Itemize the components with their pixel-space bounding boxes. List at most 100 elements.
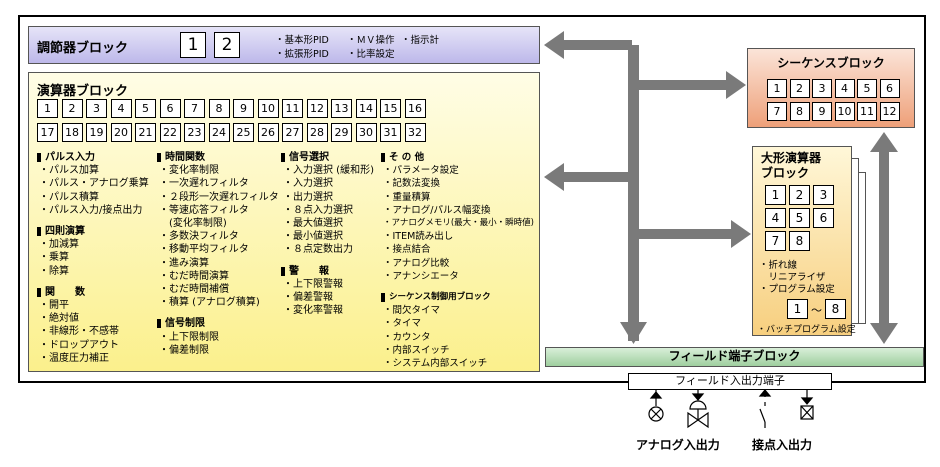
- calc-number-31: 31: [380, 123, 401, 142]
- list-item: ・むだ時間補償: [159, 284, 229, 296]
- large-calc-title-line2: ブロック: [761, 166, 810, 180]
- list-item: ・加減算: [39, 239, 79, 251]
- sequence-number-9: 9: [812, 102, 832, 121]
- batch-range-start: 1: [787, 299, 808, 319]
- list-item: ・最小値選択: [283, 231, 343, 243]
- analog-io-label: アナログ入出力: [636, 438, 720, 452]
- calc-number-1: 1: [37, 99, 58, 118]
- list-item: ・温度圧力補正: [39, 352, 109, 364]
- large-calc-number-7: 7: [765, 231, 786, 251]
- list-item: ・パラメータ設定: [383, 165, 459, 177]
- calc-column-2: 時間関数 ・変化率制限 ・一次遅れフィルタ ・２段形一次遅れフィルタ ・等速応答…: [157, 151, 279, 357]
- list-item: ・アナンシエータ: [383, 270, 459, 282]
- calc-column-3: 信号選択 ・入力選択 (緩和形) ・入力選択 ・出力選択 ・８点入力選択 ・最大…: [281, 151, 374, 317]
- list-item: ・最大値選択: [283, 218, 343, 230]
- analog-in-arrowhead: [649, 391, 663, 399]
- sequence-number-10: 10: [834, 102, 855, 121]
- arrow-seq-head: [726, 71, 746, 99]
- list-item: ・変化率制限: [159, 165, 219, 177]
- list-item: ・偏差警報: [283, 292, 333, 304]
- calc-number-5: 5: [135, 99, 156, 118]
- list-item: ・システム内部スイッチ: [383, 358, 488, 370]
- large-calc-item: ・プログラム設定: [759, 284, 835, 295]
- list-item: ・入力選択: [283, 178, 333, 190]
- feature-basic-pid: ・基本形PID: [275, 35, 329, 46]
- arrow-big-head: [731, 220, 751, 248]
- calc-number-18: 18: [61, 123, 83, 142]
- large-calc-item: ・折れ線: [759, 260, 798, 271]
- large-calc-number-3: 3: [813, 185, 834, 205]
- arrow-down-to-field: [620, 322, 647, 344]
- arrow-calc-head: [544, 163, 564, 191]
- feature-extended-pid: ・拡張形PID: [275, 49, 329, 60]
- calc-number-10: 10: [257, 99, 279, 118]
- arrow-seq-shaft: [636, 80, 728, 90]
- sequence-number-6: 6: [879, 79, 900, 98]
- calc-number-3: 3: [86, 99, 107, 118]
- valve-actuator-icon: [689, 400, 707, 410]
- large-calc-number-2: 2: [789, 185, 810, 205]
- list-item: ・８点定数出力: [283, 244, 353, 256]
- large-calc-number-4: 4: [765, 208, 786, 228]
- large-calc-number-6: 6: [813, 208, 834, 228]
- sequence-number-3: 3: [812, 79, 832, 98]
- arrow-seq-field-shaft: [879, 150, 889, 324]
- batch-range-separator: ～: [811, 304, 822, 317]
- arrow-seq-field-down: [870, 323, 898, 344]
- list-item: ・ITEM読み出し: [383, 231, 454, 243]
- group-heading: 信号制限: [157, 317, 279, 330]
- group-heading: 警 報: [281, 265, 374, 278]
- list-item: ・内部スイッチ: [383, 344, 450, 356]
- batch-program-label: ・バッチプログラム設定: [757, 325, 856, 335]
- analog-in-sensor-icon: [648, 406, 664, 422]
- field-terminal-block: フィールド端子ブロック: [545, 347, 924, 367]
- list-item: ・偏差制限: [159, 344, 209, 356]
- list-item: ・除算: [39, 265, 69, 277]
- list-item: ・パルス入力/接点出力: [39, 204, 143, 216]
- calc-number-13: 13: [331, 99, 352, 118]
- controller-block-title: 調節器ブロック: [37, 41, 129, 56]
- calc-column-1: パルス入力 ・パルス加算 ・パルス・アナログ乗算 ・パルス積算 ・パルス入力/接…: [37, 151, 149, 365]
- list-item: ・開平: [39, 300, 69, 312]
- large-calc-title: 大形演算器 ブロック: [761, 151, 821, 181]
- list-item: ・一次遅れフィルタ: [159, 178, 249, 190]
- sequence-number-12: 12: [879, 102, 900, 121]
- contact-out-relay-icon: [800, 405, 814, 420]
- calc-number-11: 11: [282, 99, 303, 118]
- calc-number-20: 20: [110, 123, 132, 142]
- sequence-number-11: 11: [857, 102, 877, 121]
- list-item: ・記数法変換: [383, 178, 441, 190]
- sequence-block-title: シーケンスブロック: [777, 56, 885, 70]
- sequence-number-5: 5: [857, 79, 877, 98]
- controller-block: 調節器ブロック 1 2 ・基本形PID ・ＭＶ操作 ・指示計 ・拡張形PID ・…: [28, 26, 540, 64]
- list-item: (変化率制限): [159, 218, 227, 230]
- calc-number-28: 28: [306, 123, 328, 142]
- list-item: ・パルス加算: [39, 165, 99, 177]
- list-item: ・接点結合: [383, 244, 431, 256]
- list-item: ・変化率警報: [283, 305, 343, 317]
- group-heading: 関 数: [37, 286, 149, 299]
- calc-number-6: 6: [159, 99, 181, 118]
- calc-number-30: 30: [355, 123, 377, 142]
- field-io-terminal: フィールド入出力端子: [628, 373, 832, 390]
- large-calc-number-1: 1: [765, 185, 786, 205]
- controller-number-1: 1: [180, 32, 206, 58]
- calc-number-22: 22: [159, 123, 181, 142]
- feature-mv-operation: ・ＭＶ操作: [347, 35, 395, 46]
- list-item: ・積算 (アナログ積算): [159, 297, 260, 309]
- contact-out-arrowhead: [800, 397, 814, 405]
- calc-number-26: 26: [257, 123, 279, 142]
- list-item: ・絶対値: [39, 313, 79, 325]
- list-item: ・非線形・不感帯: [39, 326, 119, 338]
- list-item: ・２段形一次遅れフィルタ: [159, 191, 279, 203]
- contact-in-arrowhead: [758, 389, 772, 397]
- list-item: ・８点入力選択: [283, 204, 353, 216]
- calc-number-7: 7: [184, 99, 205, 118]
- calc-number-2: 2: [61, 99, 83, 118]
- list-item: ・出力選択: [283, 191, 333, 203]
- arrow-calc-shaft: [562, 172, 632, 182]
- list-item: ・アナログメモリ(最大・最小・瞬時値): [383, 218, 534, 229]
